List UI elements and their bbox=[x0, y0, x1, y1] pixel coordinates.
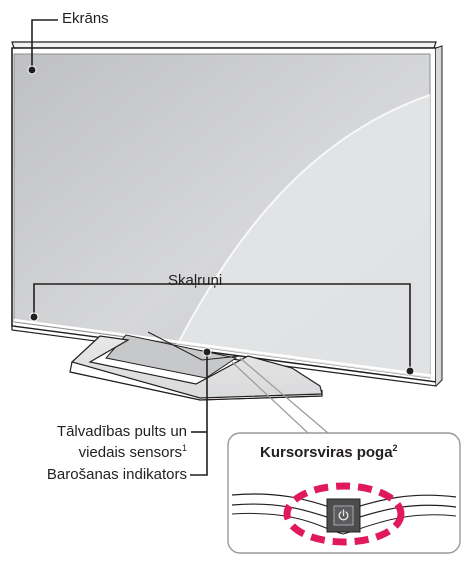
speakers-callout bbox=[29, 283, 415, 376]
remote-sensor-label-line2: viedais sensors1 bbox=[79, 444, 187, 462]
remote-sensor-text: viedais sensors bbox=[78, 444, 182, 461]
highlight-ring bbox=[283, 482, 405, 546]
tv-panel bbox=[11, 41, 443, 387]
joystick-footnote: 2 bbox=[392, 443, 398, 453]
tv-stand bbox=[69, 331, 323, 401]
power-indicator-label: Barošanas indikators bbox=[46, 466, 187, 483]
screen-callout bbox=[27, 19, 58, 75]
remote-sensor-footnote: 1 bbox=[181, 443, 187, 453]
joystick-text: Kursorsviras poga bbox=[260, 444, 393, 461]
joystick-inset bbox=[227, 432, 461, 554]
joystick-button bbox=[326, 498, 361, 533]
sensor-callout bbox=[190, 347, 212, 476]
speakers-label: Skaļruņi bbox=[168, 272, 223, 289]
power-icon bbox=[338, 509, 349, 521]
remote-sensor-label-line1: Tālvadības pults un bbox=[56, 423, 187, 440]
joystick-label: Kursorsviras poga2 bbox=[260, 444, 398, 462]
screen-label: Ekrāns bbox=[62, 10, 109, 27]
zoom-lines bbox=[231, 357, 329, 434]
